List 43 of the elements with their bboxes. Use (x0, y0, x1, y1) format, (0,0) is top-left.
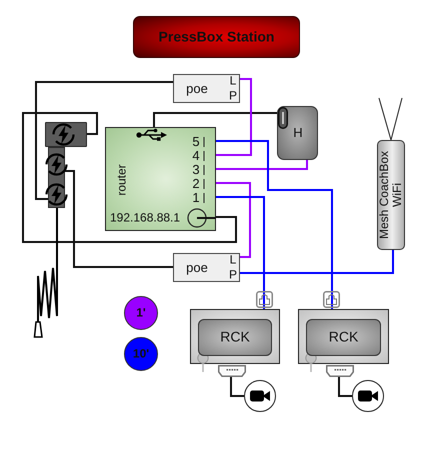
legend-label: 1' (136, 306, 146, 320)
cable-line (153, 112, 277, 127)
device-label: H (293, 126, 303, 140)
device-label: RCK (328, 329, 358, 345)
legend-label: 10' (132, 347, 150, 361)
camera-circle (244, 380, 276, 412)
cable-line (240, 250, 394, 274)
camera-circle (352, 380, 384, 412)
port-label: L (230, 74, 236, 88)
power-strip (48, 147, 65, 208)
device-label: poe (186, 82, 208, 96)
cable-line (216, 182, 251, 258)
cable-line (216, 78, 252, 156)
device-label: RCK (220, 329, 250, 345)
port-label: P (229, 88, 237, 102)
port-number: 1 (192, 190, 200, 206)
cable-line (22, 112, 237, 243)
device-block (277, 106, 318, 160)
hdmi-connector (326, 365, 354, 377)
router (105, 127, 216, 231)
port-label: L (230, 253, 236, 267)
device-label: poe (186, 260, 208, 276)
cable-line (35, 81, 173, 200)
power-adapter (45, 122, 87, 147)
port-number: 2 (192, 176, 200, 192)
cable-line (216, 140, 333, 309)
cable-line (230, 377, 244, 397)
port-number: 5 (192, 134, 200, 150)
port-number: 3 (192, 162, 200, 178)
cable-line (216, 160, 308, 170)
poe-injector (173, 253, 240, 282)
wifi-access-point (377, 140, 405, 250)
cable-line (338, 377, 352, 397)
device-label: Mesh CoachBox WiFi (378, 150, 404, 242)
poe-injector (173, 74, 240, 103)
port-label: P (229, 268, 237, 282)
cable-line (65, 170, 173, 268)
device-label: router (115, 164, 129, 196)
port-number: 4 (192, 148, 200, 164)
title: PressBox Station (158, 29, 274, 45)
ip-address: 192.168.88.1 (110, 211, 180, 225)
hdmi-connector (218, 365, 246, 377)
cable-line (216, 196, 265, 309)
